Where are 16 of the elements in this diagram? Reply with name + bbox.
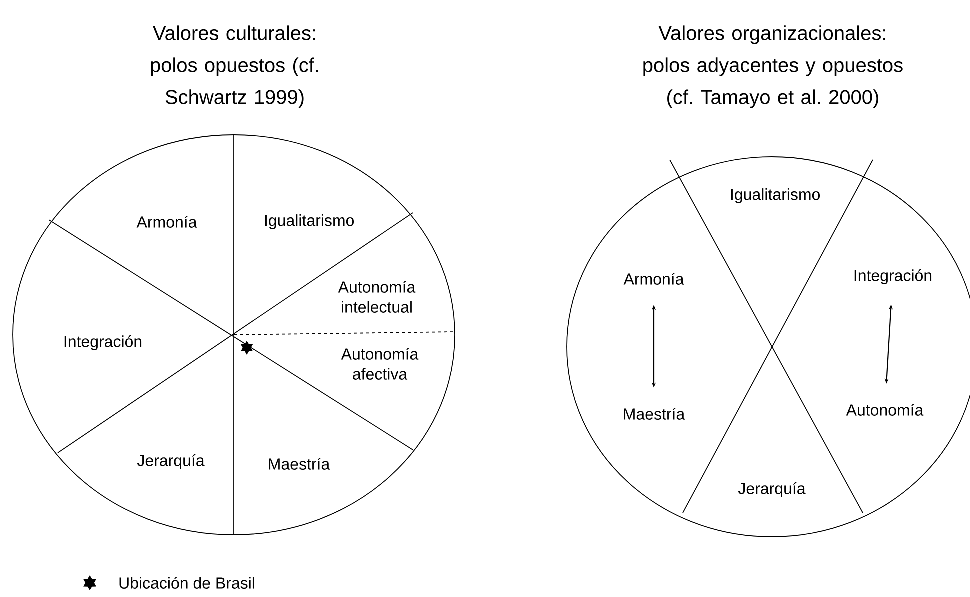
segment-label: Igualitarismo [731,188,820,204]
segment-label: Autonomía [846,404,924,416]
segment-label: Armonía [624,273,684,285]
segment-label: Integración [64,335,142,351]
segment-label: Integración [854,269,932,285]
segment-label: Autonomía intelectual [338,281,416,313]
segment-label: Igualitarismo [265,214,354,230]
segment-label: Armonía [136,216,198,228]
segment-label: Maestría [624,408,686,420]
segment-label: Maestría [269,458,330,470]
legend-text: Ubicación de Brasil [120,577,254,589]
segment-label: Jerarquía [738,482,806,498]
heading: Valores culturales: polos opuestos (cf. Schwartz 1999) [151,26,318,108]
heading: Valores organizacionales: polos adyacentes y opuestos (cf. Tamayo et al. 2000) [644,26,903,108]
segment-label: Jerarquía [137,454,205,470]
segment-label: Autonomía afectiva [341,348,419,380]
